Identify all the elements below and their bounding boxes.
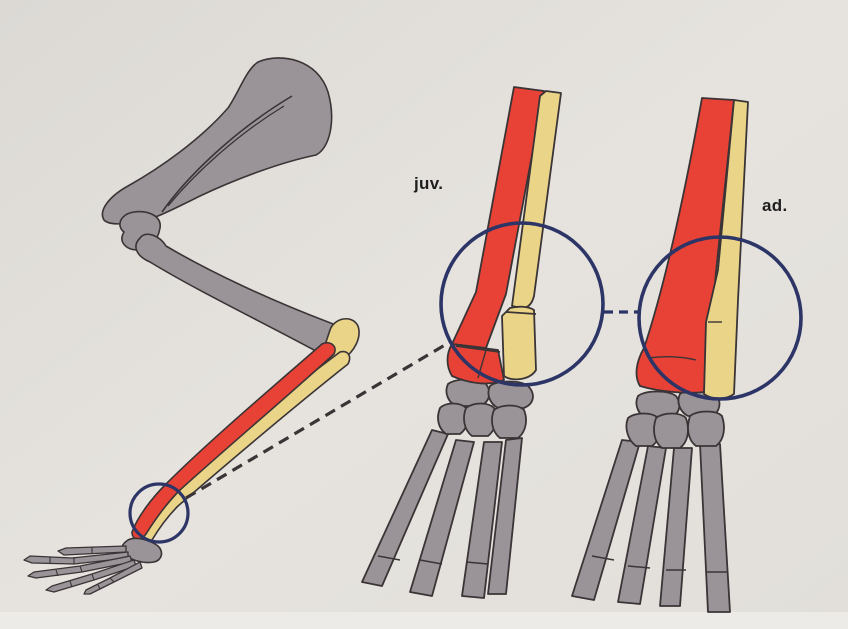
juvenile-label: juv. [414, 174, 443, 194]
page-bottom-edge [0, 612, 848, 629]
adult-label: ad. [762, 196, 787, 216]
adult-carpal [688, 412, 724, 447]
adult-carpal [654, 414, 688, 449]
juvenile-carpals [438, 380, 533, 439]
juvenile-ulna-epiphysis [502, 307, 536, 380]
juvenile-carpal [492, 406, 526, 439]
